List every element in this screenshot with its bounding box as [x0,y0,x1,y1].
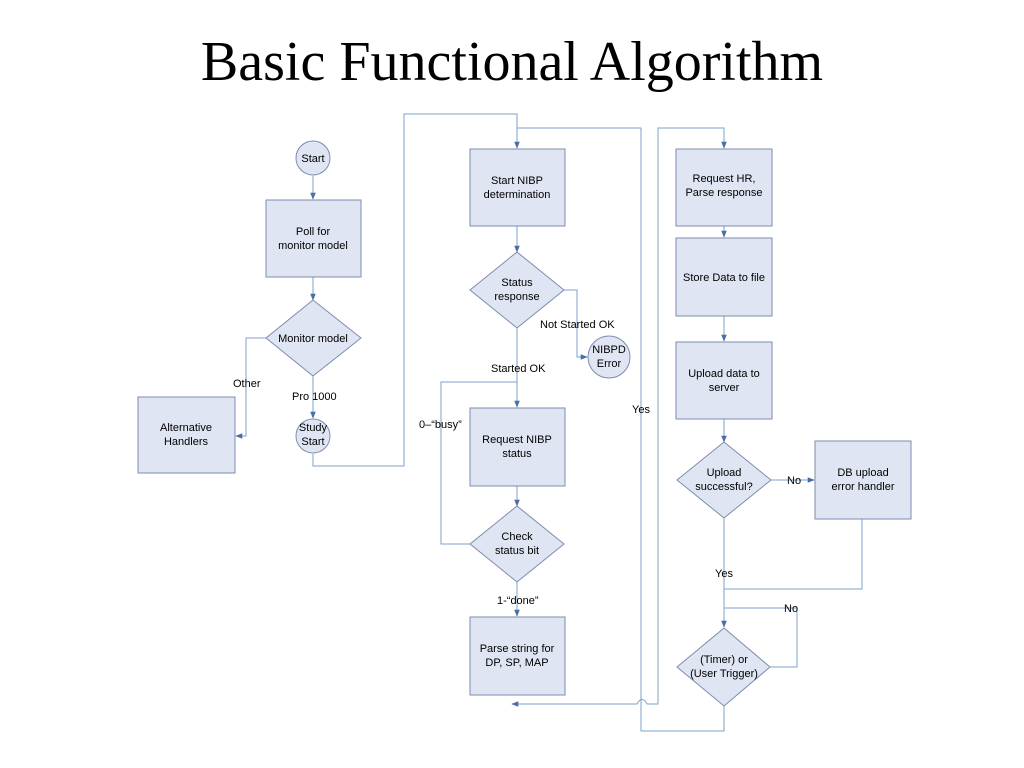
node-alt-label-2: Handlers [164,436,209,448]
node-start-nibp: Start NIBP determination [469,148,566,227]
node-start-label: Start [301,153,324,165]
node-poll-label-2: monitor model [278,240,348,252]
node-req-nibp-label-2: status [502,448,532,460]
node-db-err-label-2: error handler [832,481,895,493]
edge-labels: Other Pro 1000 Not Started OK Started OK… [233,319,801,615]
node-req-nibp-label-1: Request NIBP [482,434,552,446]
label-other: Other [233,378,261,390]
edge-study-to-startnibp [312,113,520,467]
label-started-ok: Started OK [491,363,546,375]
node-poll: Poll for monitor model [265,199,362,278]
node-status-label-2: response [494,291,539,303]
node-alt-handlers: Alternative Handlers [137,396,236,474]
label-yes-upload: Yes [715,568,733,580]
node-req-hr-label-2: Parse response [685,187,762,199]
node-check-label-1: Check [501,531,533,543]
node-upload-successful: Upload successful? [676,441,772,519]
node-nibpd-error: NIBPD Error [587,335,631,379]
node-store-label: Store Data to file [683,272,765,284]
node-timer-label-2: (User Trigger) [690,668,758,680]
label-not-started-ok: Not Started OK [540,319,615,331]
label-busy: 0–“busy” [419,419,462,431]
label-done: 1-“done” [497,595,539,607]
label-yes-mid: Yes [632,404,650,416]
page-title: Basic Functional Algorithm [200,31,824,93]
node-study-start: Study Start [295,418,331,454]
node-status-response: Status response [469,251,565,329]
node-req-hr-label-1: Request HR, [693,173,756,185]
node-parse-label-1: Parse string for [480,643,555,655]
node-start: Start [295,140,331,176]
node-start-nibp-label-1: Start NIBP [491,175,543,187]
label-pro1000: Pro 1000 [292,391,337,403]
node-request-hr: Request HR, Parse response [675,148,773,227]
node-db-error: DB upload error handler [814,440,912,520]
node-poll-label-1: Poll for [296,226,331,238]
edge-status-notok [564,289,588,360]
node-upload-label-2: server [709,382,740,394]
node-study-label-2: Start [301,436,324,448]
node-upload-data: Upload data to server [675,341,773,420]
node-status-label-1: Status [501,277,533,289]
node-store-data: Store Data to file [675,237,773,317]
node-start-nibp-label-2: determination [484,189,551,201]
node-timer-label-1: (Timer) or [700,654,748,666]
node-check-status: Check status bit [469,505,565,583]
node-upload-label-1: Upload data to [688,368,760,380]
connectors [235,113,863,732]
node-request-nibp: Request NIBP status [469,407,566,487]
edge-monitor-other [235,337,266,439]
node-nibpd-label-2: Error [597,358,622,370]
node-nibpd-label-1: NIBPD [592,344,626,356]
node-parse-label-2: DP, SP, MAP [485,657,548,669]
node-upload-ok-label-1: Upload [707,467,742,479]
node-study-label-1: Study [299,422,328,434]
node-timer-trigger: (Timer) or (User Trigger) [676,627,771,707]
node-monitor-model: Monitor model [265,299,362,377]
node-alt-label-1: Alternative [160,422,212,434]
label-no-timer: No [784,603,798,615]
edge-timer-no-loop [724,607,798,668]
edge-check-busy-loop [440,381,517,545]
label-no-upload: No [787,475,801,487]
node-check-label-2: status bit [495,545,539,557]
edge-parse-to-reqhr [517,127,727,705]
edge-dberr-merge [724,519,863,590]
node-parse-string: Parse string for DP, SP, MAP [469,616,566,696]
node-db-err-label-1: DB upload [837,467,888,479]
node-monitor-model-label: Monitor model [278,333,348,345]
node-upload-ok-label-2: successful? [695,481,752,493]
edge-timer-yes-loop [517,127,725,732]
